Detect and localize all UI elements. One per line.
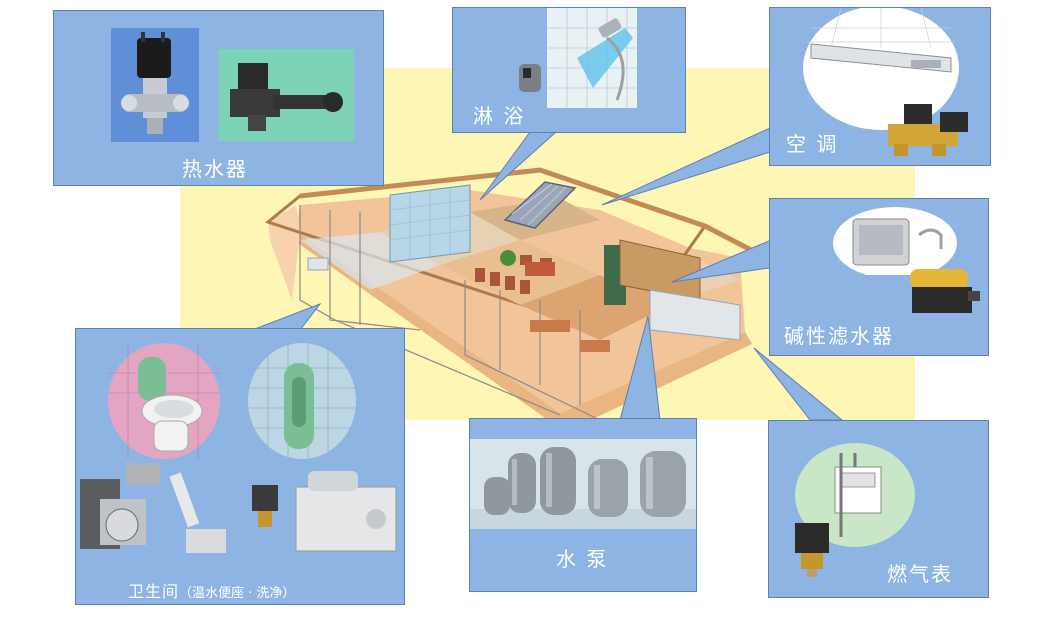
air-conditioner-panel: 空 调 bbox=[769, 6, 991, 166]
valve-unit-icon bbox=[787, 519, 837, 579]
alkaline-filter-panel: 碱性滤水器 bbox=[769, 198, 989, 356]
water-purifier-icon bbox=[833, 205, 957, 279]
ceiling-ac-icon bbox=[801, 6, 961, 136]
toilet-label-main: 卫生间 bbox=[128, 582, 180, 601]
shower-head-icon bbox=[507, 8, 637, 113]
water-pump-label: 水 泵 bbox=[556, 547, 609, 571]
toilet-label-sub: （温水便座 · 洗净） bbox=[179, 586, 296, 601]
toilet-panel: 卫生间（温水便座 · 洗净） bbox=[75, 328, 405, 605]
water-pump-panel: 水 泵 bbox=[469, 418, 697, 592]
shower-panel: 淋 浴 bbox=[452, 7, 686, 133]
gas-meter-icon bbox=[795, 443, 915, 547]
water-heater-label: 热水器 bbox=[182, 157, 248, 181]
alkaline-filter-label: 碱性滤水器 bbox=[784, 324, 894, 348]
washlet-parts-icon bbox=[76, 459, 406, 571]
water-heater-panel: 热水器 bbox=[53, 10, 384, 186]
shower-label: 淋 浴 bbox=[473, 104, 526, 128]
valve-unit-icon bbox=[902, 261, 984, 323]
toilet-icon bbox=[108, 343, 220, 459]
urinal-icon bbox=[248, 343, 356, 459]
pressure-tank-icon bbox=[470, 439, 696, 529]
toilet-label: 卫生间（温水便座 · 洗净） bbox=[128, 578, 295, 602]
solenoid-valve-icon bbox=[880, 92, 980, 162]
air-conditioner-label: 空 调 bbox=[786, 132, 839, 156]
solenoid-valve-icon bbox=[111, 28, 199, 142]
gas-meter-label: 燃气表 bbox=[887, 562, 953, 586]
water-valve-assembly-icon bbox=[218, 49, 354, 141]
gas-meter-panel: 燃气表 bbox=[768, 420, 989, 598]
